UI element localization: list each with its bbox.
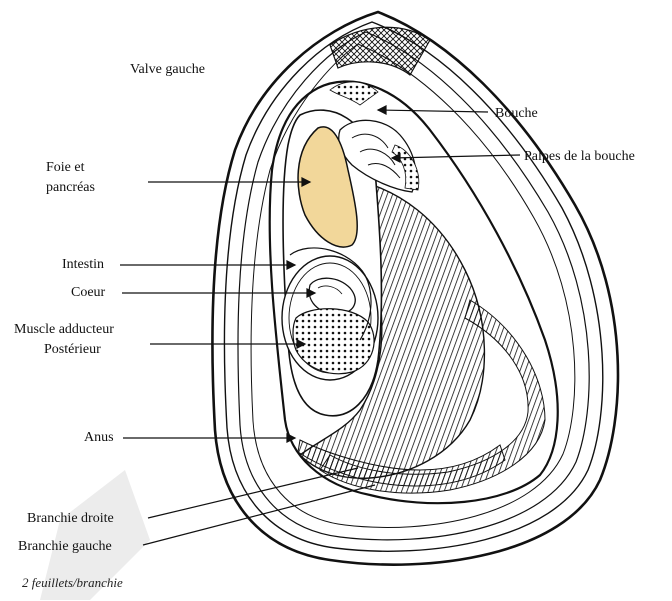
label-branchie-gauche: Branchie gauche <box>18 539 112 555</box>
label-muscle-line2: Postérieur <box>44 342 101 358</box>
label-coeur: Coeur <box>71 285 105 301</box>
label-palpes: Palpes de la bouche <box>524 149 635 165</box>
label-foie-line1: Foie et <box>46 160 85 176</box>
label-branchie-droite: Branchie droite <box>27 511 114 527</box>
label-muscle-line1: Muscle adducteur <box>14 322 114 338</box>
label-intestin: Intestin <box>62 257 104 273</box>
caption: 2 feuillets/branchie <box>22 575 123 591</box>
label-foie-line2: pancréas <box>46 180 95 196</box>
label-anus: Anus <box>84 430 114 446</box>
label-bouche: Bouche <box>495 106 538 122</box>
label-valve-gauche: Valve gauche <box>130 62 205 78</box>
